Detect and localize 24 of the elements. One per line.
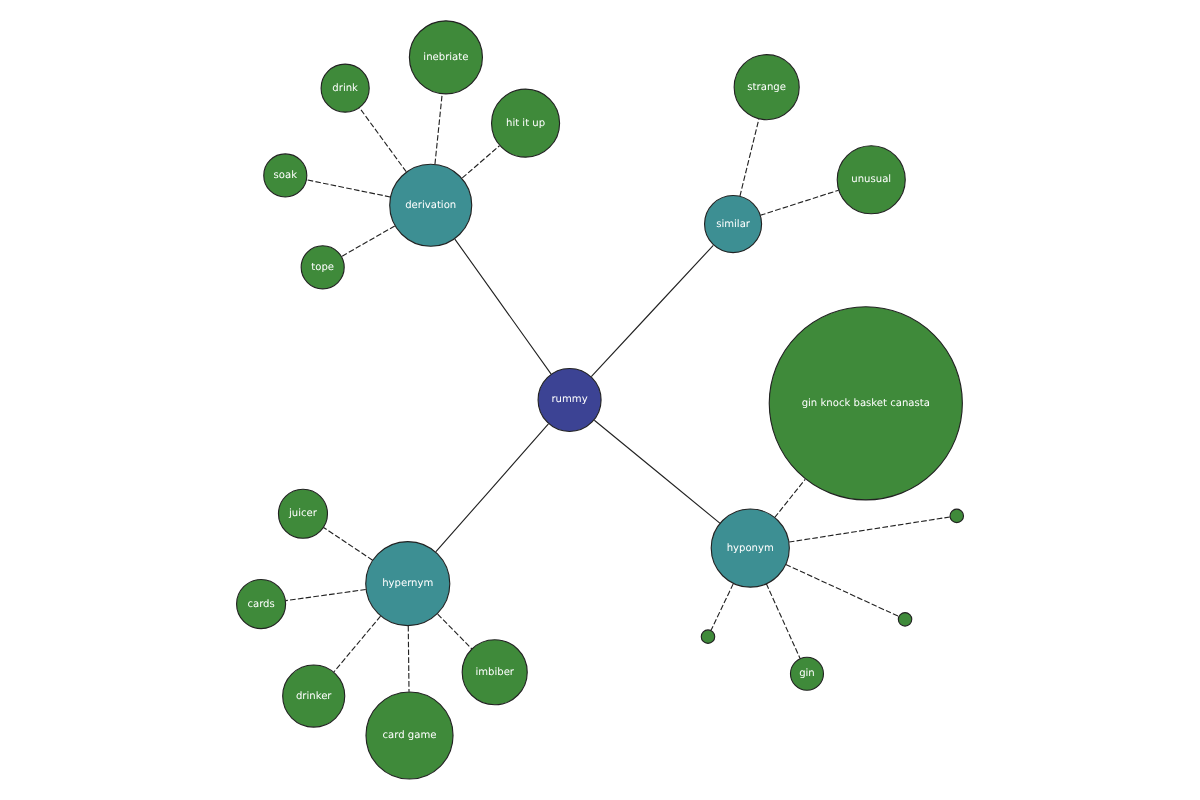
connector (788, 516, 951, 543)
connector (774, 478, 806, 518)
connector (437, 613, 473, 650)
connector (333, 615, 382, 673)
connector (341, 225, 396, 258)
node-circle (897, 612, 913, 627)
connector (710, 583, 734, 631)
connector (590, 244, 714, 378)
connector (785, 563, 900, 617)
connector (759, 189, 840, 216)
connector (593, 419, 721, 524)
connector (454, 238, 552, 375)
connector (739, 118, 760, 197)
node-circle (700, 629, 716, 644)
connector (435, 423, 549, 553)
connector (358, 106, 407, 173)
connector (765, 583, 801, 660)
connector (461, 145, 501, 179)
connector (323, 526, 374, 561)
connector (285, 588, 367, 602)
connector (407, 625, 410, 693)
node-circle (949, 508, 965, 524)
connector (434, 93, 443, 165)
connector (305, 179, 391, 198)
